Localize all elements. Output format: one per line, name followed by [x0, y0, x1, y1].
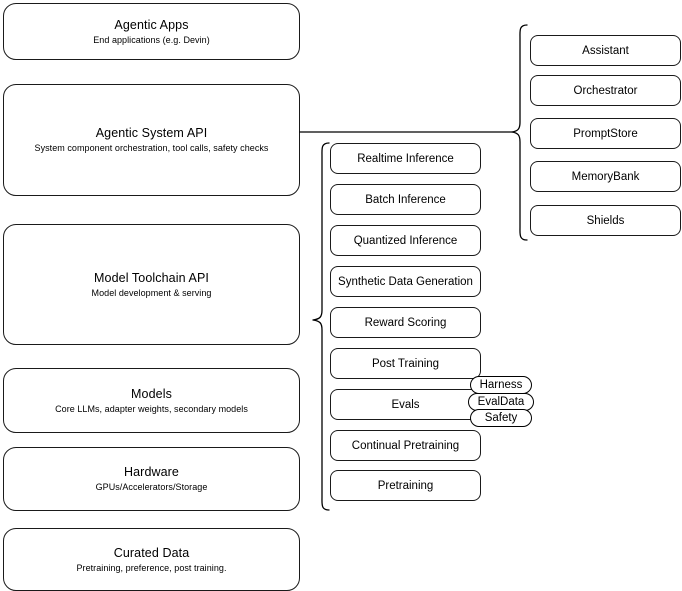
chip-label: PromptStore — [573, 127, 638, 140]
chip-label: Synthetic Data Generation — [338, 275, 473, 288]
layer-subtitle: Core LLMs, adapter weights, secondary mo… — [55, 403, 248, 414]
chip-promptstore[interactable]: PromptStore — [530, 118, 681, 149]
chip-label: Continual Pretraining — [351, 439, 460, 452]
chip-synthetic-data-generation[interactable]: Synthetic Data Generation — [330, 266, 481, 297]
chip-memorybank[interactable]: MemoryBank — [530, 161, 681, 192]
layer-title: Curated Data — [113, 545, 190, 560]
brace-toolchain-capabilities — [312, 142, 330, 511]
chip-assistant[interactable]: Assistant — [530, 35, 681, 66]
chip-label: Orchestrator — [573, 84, 638, 97]
chip-label: Post Training — [371, 357, 440, 370]
layer-subtitle: End applications (e.g. Devin) — [93, 34, 210, 45]
chip-quantized-inference[interactable]: Quantized Inference — [330, 225, 481, 256]
layer-title: Hardware — [124, 465, 179, 479]
chip-orchestrator[interactable]: Orchestrator — [530, 75, 681, 106]
badge-label: Safety — [484, 411, 518, 424]
layer-subtitle: Model development & serving — [91, 287, 212, 298]
chip-label: Realtime Inference — [357, 152, 454, 165]
layer-subtitle: GPUs/Accelerators/Storage — [95, 482, 208, 492]
chip-label: Quantized Inference — [353, 234, 458, 247]
badge-label: Harness — [479, 378, 523, 391]
layer-hardware[interactable]: Hardware GPUs/Accelerators/Storage — [3, 447, 300, 511]
badge-harness[interactable]: Harness — [470, 376, 532, 394]
chip-label: Assistant — [582, 44, 629, 57]
layer-curated-data[interactable]: Curated Data Pretraining, preference, po… — [3, 528, 300, 591]
layer-models[interactable]: Models Core LLMs, adapter weights, secon… — [3, 368, 300, 433]
badge-safety[interactable]: Safety — [470, 409, 532, 427]
layer-subtitle: System component orchestration, tool cal… — [34, 143, 269, 153]
chip-shields[interactable]: Shields — [530, 205, 681, 236]
layer-title: Agentic System API — [95, 126, 208, 140]
chip-post-training[interactable]: Post Training — [330, 348, 481, 379]
chip-reward-scoring[interactable]: Reward Scoring — [330, 307, 481, 338]
chip-label: Batch Inference — [365, 193, 446, 206]
chip-label: MemoryBank — [571, 170, 640, 183]
chip-label: Evals — [391, 398, 420, 411]
brace-system-components — [511, 24, 528, 241]
chip-continual-pretraining[interactable]: Continual Pretraining — [330, 430, 481, 461]
layer-title: Agentic Apps — [114, 17, 189, 32]
layer-title: Models — [131, 386, 172, 401]
layer-title: Model Toolchain API — [94, 270, 209, 285]
chip-label: Pretraining — [377, 479, 434, 492]
chip-label: Shields — [586, 214, 625, 227]
chip-realtime-inference[interactable]: Realtime Inference — [330, 143, 481, 174]
badge-label: EvalData — [477, 395, 525, 408]
layer-agentic-apps[interactable]: Agentic Apps End applications (e.g. Devi… — [3, 3, 300, 60]
layer-subtitle: Pretraining, preference, post training. — [76, 562, 227, 573]
chip-batch-inference[interactable]: Batch Inference — [330, 184, 481, 215]
layer-model-toolchain-api[interactable]: Model Toolchain API Model development & … — [3, 224, 300, 345]
chip-evals[interactable]: Evals — [330, 389, 481, 420]
chip-pretraining[interactable]: Pretraining — [330, 470, 481, 501]
chip-label: Reward Scoring — [364, 316, 447, 329]
layer-agentic-system-api[interactable]: Agentic System API System component orch… — [3, 84, 300, 196]
